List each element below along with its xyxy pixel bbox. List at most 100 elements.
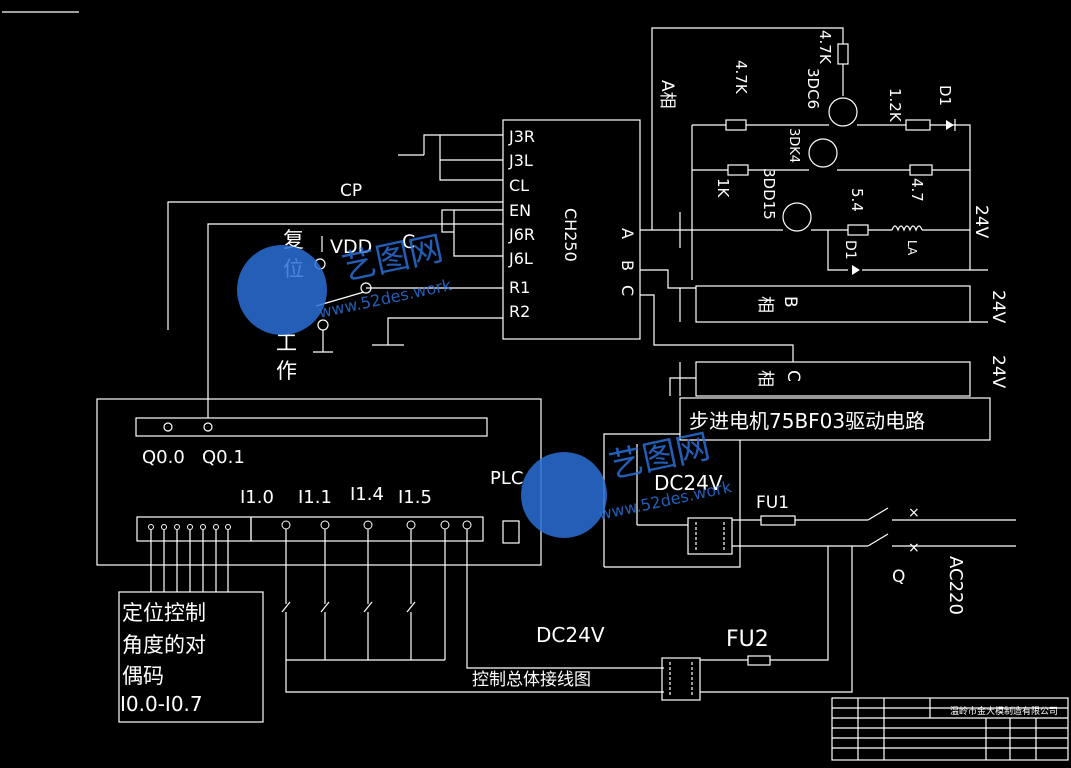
input-switches [281, 529, 446, 661]
transformer-2 [661, 657, 701, 701]
pin-a: A [618, 228, 637, 239]
fu2-wires [700, 546, 853, 693]
res-4.7k [725, 119, 747, 131]
phase-c-label-1: C [783, 370, 803, 382]
encoder-line3: 偶码 [122, 664, 164, 688]
x-mark-1: × [908, 505, 920, 521]
r5-label: 4.7 [908, 178, 926, 202]
work-contact [317, 319, 329, 331]
v24-a-label: 24V [971, 205, 991, 239]
dc24v-bottom-label: DC24V [536, 623, 605, 647]
common-contact [360, 282, 372, 294]
i11-label: I1.1 [298, 487, 332, 508]
v24-c-label: 24V [988, 355, 1008, 389]
title-block-company: 温岭市金大模制造有限公司 [950, 705, 1058, 717]
phase-b-box [695, 285, 971, 323]
diode-d1-top [946, 120, 954, 130]
transformer-1-coils [695, 522, 725, 550]
encoder-line1: 定位控制 [122, 601, 206, 625]
fu2-label: FU2 [726, 627, 769, 652]
la-label: LA [905, 240, 919, 256]
phase-b-label-1: B [780, 296, 800, 308]
res-4.7k-top [837, 43, 849, 65]
pin-r1: R1 [509, 278, 530, 297]
dc24v-top-label: DC24V [654, 471, 723, 495]
driver-title-box [679, 397, 991, 441]
ac-wires [732, 519, 1016, 547]
diagram-title: 控制总体接线图 [472, 670, 591, 690]
x-mark-2: × [908, 540, 920, 556]
pin-cl: CL [509, 176, 529, 195]
t2-label: 3DK4 [786, 128, 801, 163]
t3-label: 3DD15 [760, 168, 778, 220]
v24-b-label: 24V [988, 290, 1008, 324]
wire-cp [167, 201, 503, 330]
r6-label: 5.4 [848, 188, 866, 212]
pin-j6l: J6L [508, 249, 533, 268]
q01-label: Q0.1 [202, 447, 245, 468]
dc24-box [603, 433, 741, 568]
encoder-box [118, 591, 264, 723]
phase-c-label-2: 相 [755, 370, 775, 387]
wire-phase-b [640, 269, 696, 289]
d1-label: D1 [936, 85, 954, 106]
switch-q-label: Q [892, 567, 905, 587]
plc-port [502, 520, 520, 544]
phase-b-label-2: 相 [755, 296, 775, 313]
work-label-1: 工 [276, 331, 297, 355]
pin-r2: R2 [509, 302, 530, 321]
watermark-2: 艺图网 www.52des.work [521, 426, 734, 538]
inductor-la [891, 225, 923, 232]
wire-row-125 [691, 124, 971, 280]
j6r-bridge [441, 209, 455, 233]
r3-label: 1.2K [886, 88, 904, 123]
wire-j3 [398, 134, 503, 181]
dc24-inner [636, 444, 688, 526]
phase-a-label: A相 [657, 80, 677, 109]
t1-label: 3DC6 [804, 68, 822, 109]
ch250-label: CH250 [561, 208, 580, 262]
wire-phase-c [640, 294, 794, 362]
cp-label: CP [340, 181, 362, 201]
wire-row-230 [652, 212, 970, 248]
vdd-label: VDD [330, 236, 372, 258]
fu1-label: FU1 [756, 493, 789, 513]
plc-input-strip-b [250, 516, 484, 542]
plc-label: PLC [490, 468, 523, 489]
res-1k [727, 164, 749, 176]
work-label-2: 作 [276, 359, 297, 383]
r1-label: 4.7K [816, 30, 834, 65]
q00-label: Q0.0 [142, 447, 185, 468]
d2-label: D1 [842, 240, 858, 260]
watermark-1-url: www.52des.work [317, 275, 454, 322]
encoder-line2: 角度的对 [122, 633, 206, 657]
fuse-fu2 [747, 655, 771, 666]
phase-c-box [695, 361, 971, 397]
wire-phase-a [640, 27, 844, 231]
transformer-2-coils [669, 662, 693, 696]
switch-q-2 [867, 533, 889, 547]
ac220-label: AC220 [945, 556, 966, 615]
switch-q-1 [867, 507, 889, 521]
res-1.2k [905, 119, 931, 131]
i15-label: I1.5 [398, 487, 432, 508]
i14-label: I1.4 [350, 484, 384, 505]
phase-c-ground [669, 362, 696, 396]
pin-j6r: J6R [508, 225, 535, 244]
r4-label: 1K [714, 178, 732, 199]
wire-j6 [453, 209, 503, 257]
q00-terminal [163, 422, 173, 432]
i10-label: I1.0 [240, 487, 274, 508]
wire-r2 [387, 317, 503, 345]
res-5.4 [847, 224, 869, 236]
res-4.7 [909, 164, 933, 176]
transistor-3dd15 [782, 202, 812, 232]
wire-d1-bottom [827, 230, 988, 271]
plc-input-strip-a [136, 516, 252, 542]
plc-output-strip [135, 417, 488, 437]
wire-q01 [207, 223, 503, 418]
diode-d1-bottom [852, 265, 860, 275]
driver-title: 步进电机75BF03驱动电路 [689, 409, 925, 433]
